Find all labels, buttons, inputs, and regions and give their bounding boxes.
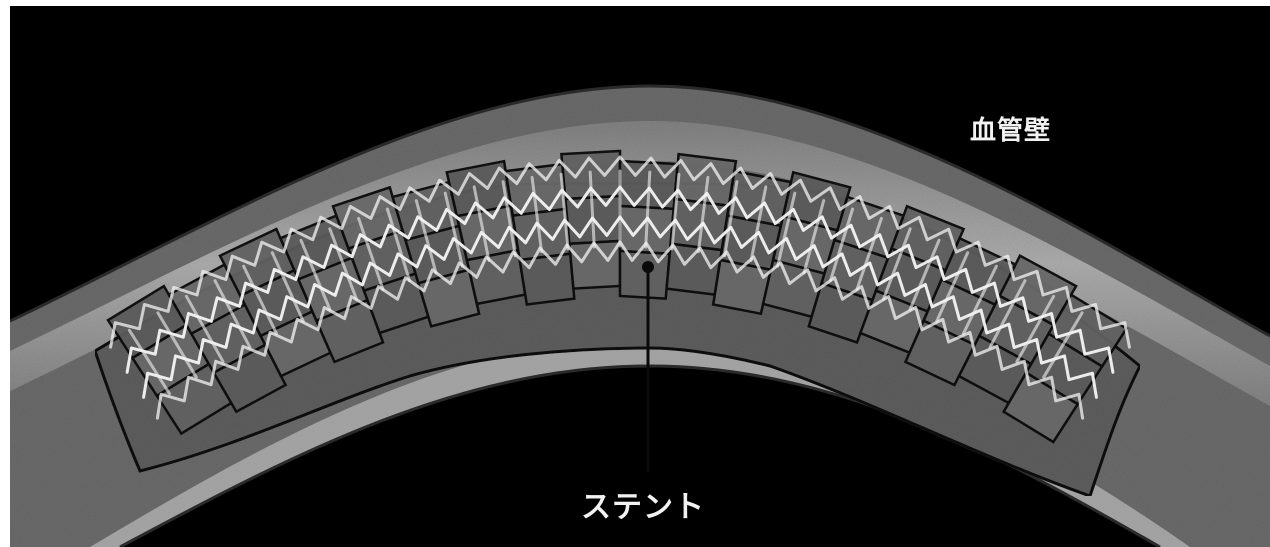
stent-cell [520, 254, 575, 305]
stent-diagram-canvas [10, 6, 1270, 547]
stent-illustration: 血管壁 ステント [10, 6, 1270, 547]
vessel-wall-label: 血管壁 [970, 110, 1051, 147]
stent-leader-dot [642, 261, 654, 273]
stent-cell [667, 244, 722, 295]
stent-label: ステント [581, 482, 705, 526]
